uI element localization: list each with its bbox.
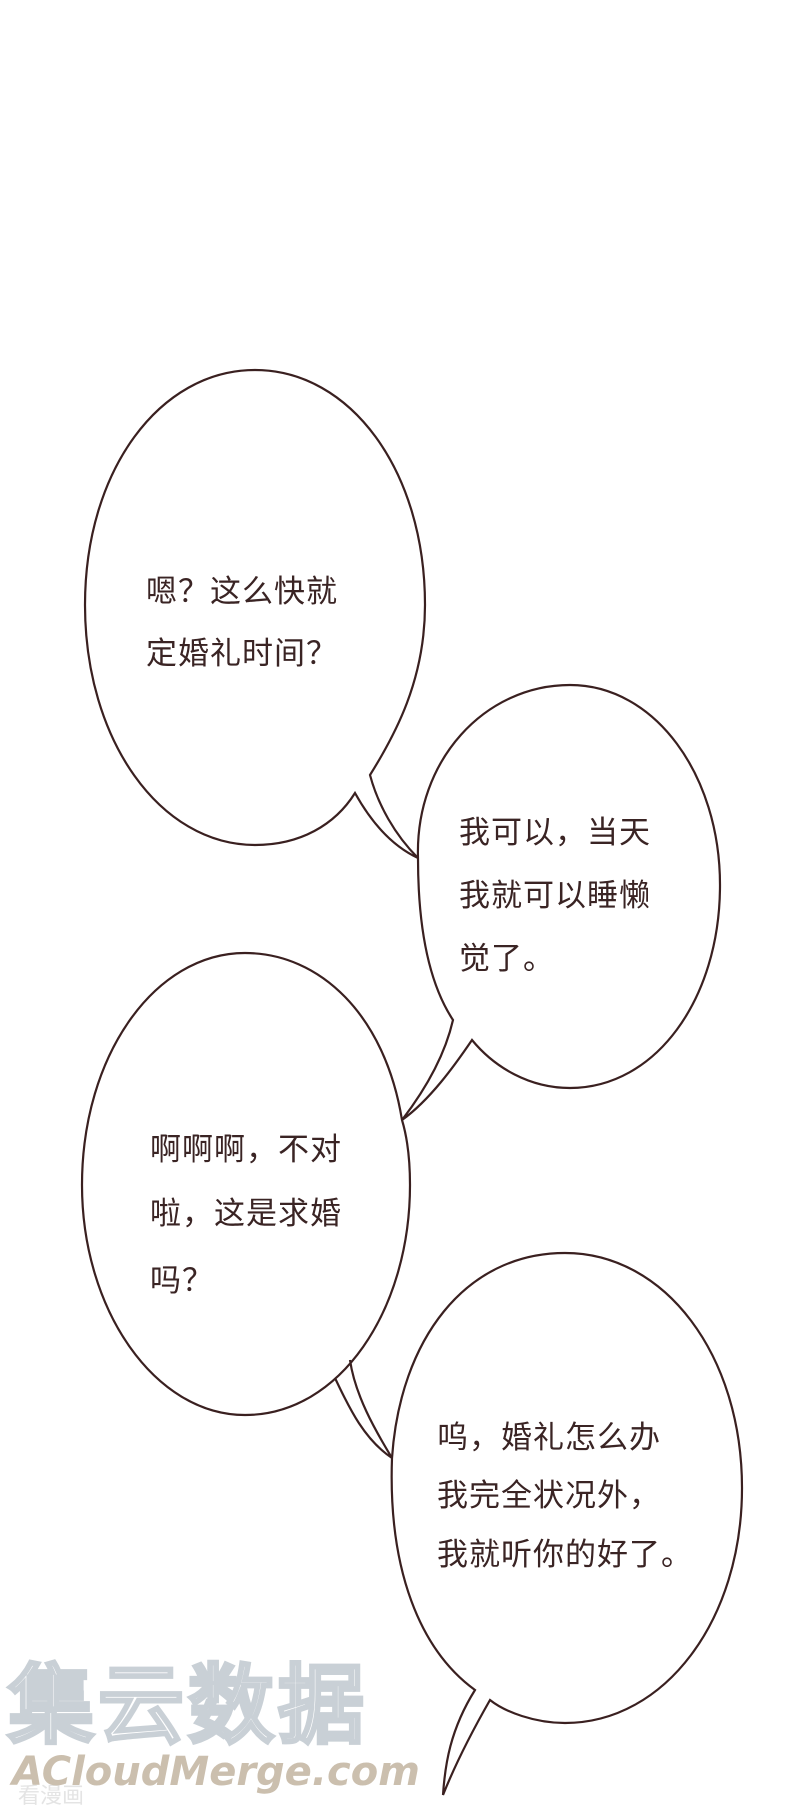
speech-bubble-4 — [390, 1251, 744, 1796]
bubble-4-line-3: 我就听你的好了。 — [437, 1537, 693, 1573]
speech-bubble-1 — [83, 368, 427, 859]
watermark-english: ACloudMerge.com — [12, 1749, 420, 1795]
bubble-3-line-3: 吗？ — [150, 1263, 214, 1299]
bubble-1-line-1: 嗯？这么快就 — [146, 574, 338, 610]
bubble-3-line-2: 啦，这是求婚 — [150, 1196, 342, 1232]
bubble-2-line-1: 我可以，当天 — [459, 815, 651, 851]
speech-bubble-3 — [80, 951, 412, 1459]
watermark-chinese: 集云数据 — [7, 1656, 368, 1756]
bubble-2-line-2: 我就可以睡懒 — [459, 878, 651, 914]
bubble-4-line-2: 我完全状况外， — [437, 1478, 661, 1514]
bubble-4-line-1: 呜，婚礼怎么办 — [437, 1420, 661, 1456]
bubble-2-line-3: 觉了。 — [459, 941, 555, 977]
speech-bubble-2 — [401, 683, 722, 1121]
bubble-1-line-2: 定婚礼时间？ — [146, 636, 338, 672]
bubble-3-line-1: 啊啊啊，不对 — [150, 1132, 342, 1168]
